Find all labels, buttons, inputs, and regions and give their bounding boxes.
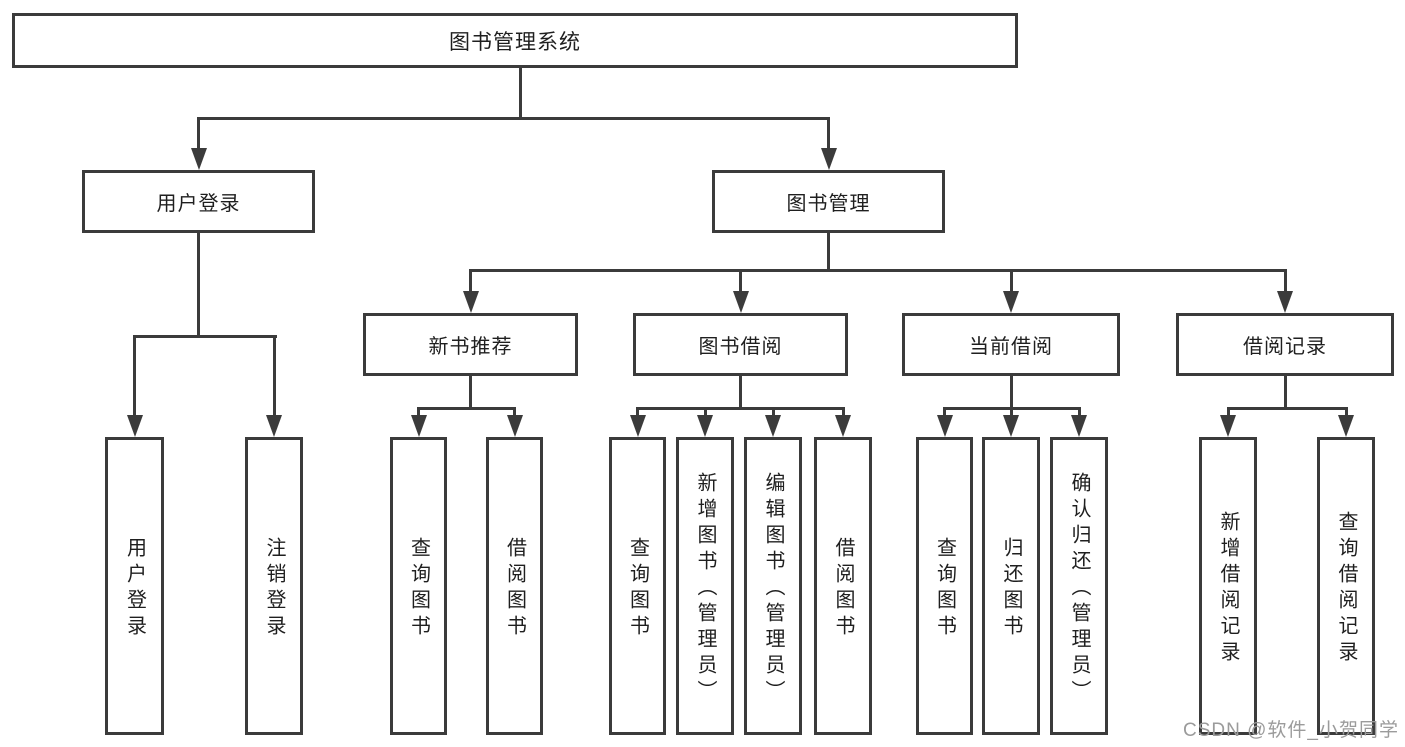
node-user-login: 用户登录 — [82, 170, 315, 233]
csdn-watermark: CSDN @软件_小贺同学 — [1183, 720, 1399, 741]
node-borrowing-records: 借阅记录 — [1176, 313, 1394, 376]
leaf-return-books: 归还图书 — [982, 437, 1040, 735]
leaf-borrow-books-1: 借阅图书 — [486, 437, 543, 735]
node-label: 归还图书 — [1000, 537, 1022, 641]
connector-line — [417, 408, 420, 415]
node-library-management-system: 图书管理系统 — [12, 13, 1018, 68]
connector-line — [827, 118, 830, 148]
connector-line — [1226, 406, 1348, 410]
node-label: 新增图书（管理员） — [694, 472, 716, 706]
node-label: 当前借阅 — [969, 336, 1053, 358]
leaf-user-login: 用户登录 — [105, 437, 164, 735]
node-label: 确认归还（管理员） — [1068, 472, 1090, 706]
arrowhead-down-icon — [462, 291, 479, 313]
node-label: 借阅图书 — [832, 537, 854, 641]
node-label: 编辑图书（管理员） — [762, 472, 784, 706]
connector-line — [133, 334, 277, 338]
connector-line — [469, 376, 472, 408]
leaf-add-books-admin: 新增图书（管理员） — [676, 437, 734, 735]
leaf-query-books-2: 查询图书 — [609, 437, 666, 735]
node-label: 查询借阅记录 — [1335, 511, 1357, 667]
node-label: 用户登录 — [123, 537, 146, 641]
leaf-add-borrow-record: 新增借阅记录 — [1199, 437, 1257, 735]
connector-line — [417, 406, 516, 410]
connector-line — [841, 408, 845, 415]
connector-line — [1009, 376, 1013, 408]
arrowhead-down-icon — [1003, 415, 1019, 437]
connector-line — [636, 406, 845, 410]
node-label: 查询图书 — [407, 537, 430, 641]
connector-line — [469, 268, 1287, 272]
node-label: 借阅记录 — [1243, 336, 1327, 358]
connector-line — [197, 233, 200, 336]
arrowhead-down-icon — [1003, 291, 1019, 313]
connector-line — [197, 118, 200, 148]
connector-line — [943, 408, 946, 415]
arrowhead-down-icon — [1338, 415, 1354, 437]
connector-line — [827, 233, 830, 270]
node-label: 用户登录 — [156, 193, 241, 215]
node-label: 图书借阅 — [698, 336, 783, 358]
connector-line — [133, 336, 136, 415]
connector-line — [1077, 408, 1081, 415]
node-label: 注销登录 — [263, 537, 285, 641]
arrowhead-down-icon — [506, 415, 523, 437]
arrowhead-down-icon — [1220, 415, 1236, 437]
arrowhead-down-icon — [190, 148, 207, 170]
connector-line — [1009, 270, 1013, 291]
node-label: 新书推荐 — [428, 336, 513, 358]
connector-line — [636, 408, 639, 415]
node-current-borrowing: 当前借阅 — [902, 313, 1120, 376]
arrowhead-down-icon — [936, 415, 953, 437]
node-book-borrowing: 图书借阅 — [633, 313, 848, 376]
leaf-query-books-1: 查询图书 — [390, 437, 447, 735]
leaf-logout: 注销登录 — [245, 437, 303, 735]
node-label: 查询图书 — [933, 537, 956, 641]
connector-line — [1009, 408, 1013, 415]
connector-line — [469, 270, 472, 291]
arrowhead-down-icon — [410, 415, 427, 437]
arrowhead-down-icon — [697, 415, 713, 437]
arrowhead-down-icon — [1277, 291, 1293, 313]
connector-line — [197, 117, 830, 120]
node-label: 图书管理 — [786, 193, 871, 215]
connector-line — [771, 408, 775, 415]
leaf-confirm-return-admin: 确认归还（管理员） — [1050, 437, 1108, 735]
node-label: 图书管理系统 — [449, 30, 581, 54]
leaf-edit-books-admin: 编辑图书（管理员） — [744, 437, 802, 735]
arrowhead-down-icon — [1071, 415, 1087, 437]
leaf-borrow-books-2: 借阅图书 — [814, 437, 872, 735]
arrowhead-down-icon — [629, 415, 646, 437]
node-label: 借阅图书 — [503, 537, 526, 641]
node-label: 查询图书 — [626, 537, 649, 641]
connector-line — [513, 408, 516, 415]
arrowhead-down-icon — [835, 415, 851, 437]
arrowhead-down-icon — [765, 415, 781, 437]
connector-line — [1283, 376, 1287, 408]
connector-line — [739, 376, 742, 408]
leaf-query-books-3: 查询图书 — [916, 437, 973, 735]
connector-line — [703, 408, 707, 415]
node-new-book-recommend: 新书推荐 — [363, 313, 578, 376]
connector-line — [739, 270, 742, 291]
arrowhead-down-icon — [732, 291, 749, 313]
arrowhead-down-icon — [126, 415, 143, 437]
arrowhead-down-icon — [266, 415, 282, 437]
arrowhead-down-icon — [820, 148, 837, 170]
connector-line — [518, 68, 522, 118]
leaf-query-borrow-record: 查询借阅记录 — [1317, 437, 1375, 735]
node-label: 新增借阅记录 — [1217, 511, 1239, 667]
connector-line — [1344, 408, 1348, 415]
connector-line — [1226, 408, 1230, 415]
connector-line — [272, 336, 276, 415]
connector-line — [1283, 270, 1287, 291]
node-book-management: 图书管理 — [712, 170, 945, 233]
